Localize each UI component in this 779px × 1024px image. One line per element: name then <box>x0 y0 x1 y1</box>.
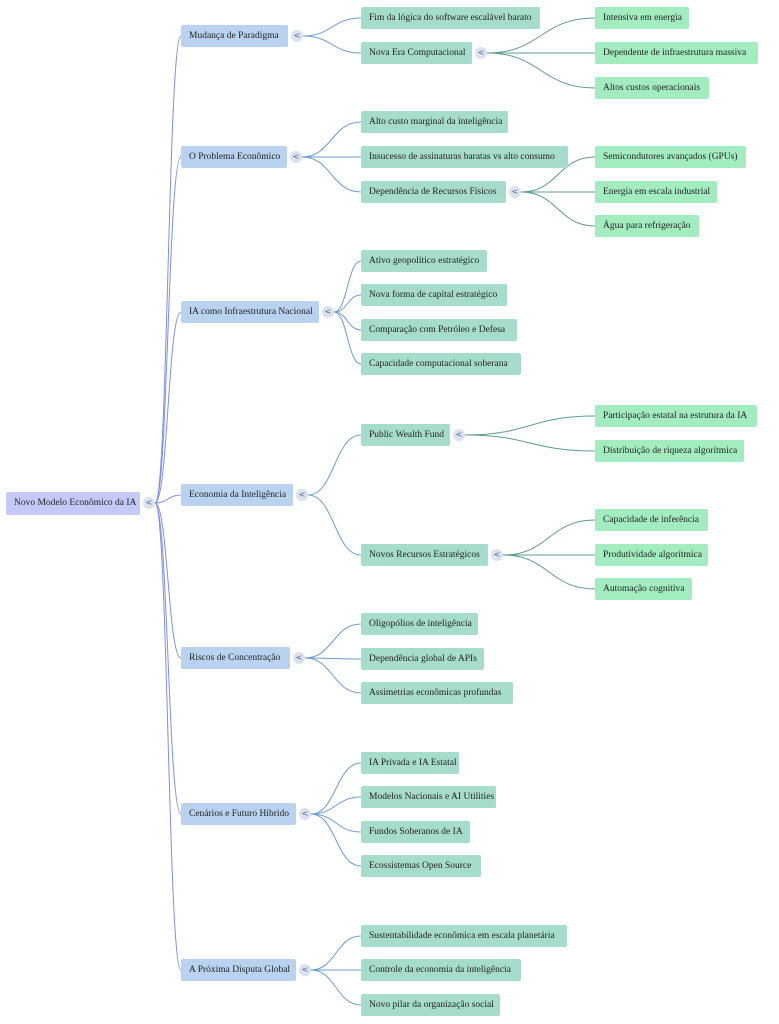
node-cenarios-e-futuro-hibrido[interactable]: Cenários e Futuro Híbrido <box>181 803 296 825</box>
node-agua-para-refrigeracao[interactable]: Água para refrigeração <box>595 215 699 237</box>
connector-line <box>154 494 182 504</box>
node-automacao-cognitiva[interactable]: Automação cognitiva <box>595 578 692 600</box>
node-sustentabilidade-economica-em-escala-planetaria[interactable]: Sustentabilidade econômica em escala pla… <box>361 925 567 947</box>
collapse-toggle-icon[interactable]: < <box>290 151 302 163</box>
collapse-toggle-icon[interactable]: < <box>475 47 487 59</box>
connector-line <box>304 657 362 660</box>
node-insucesso-de-assinaturas-baratas-vs-alto-consumo[interactable]: Insucesso de assinaturas baratas vs alto… <box>361 146 568 168</box>
collapse-toggle-icon[interactable]: < <box>296 489 308 501</box>
node-mudanca-de-paradigma[interactable]: Mudança de Paradigma <box>181 25 288 47</box>
node-public-wealth-fund[interactable]: Public Wealth Fund <box>361 424 450 446</box>
node-alto-custo-marginal-da-inteligencia[interactable]: Alto custo marginal da inteligência <box>361 111 508 133</box>
connector-line <box>154 311 182 504</box>
node-ia-como-infraestrutura-nacional[interactable]: IA como Infraestrutura Nacional <box>181 301 319 323</box>
collapse-toggle-icon[interactable]: < <box>299 808 311 820</box>
collapse-toggle-icon[interactable]: < <box>453 429 465 441</box>
node-comparacao-com-petroleo-e-defesa[interactable]: Comparação com Petróleo e Defesa <box>361 319 517 341</box>
collapse-toggle-icon[interactable]: < <box>143 497 155 509</box>
node-assimetrias-economicas-profundas[interactable]: Assimetrias econômicas profundas <box>361 682 513 704</box>
connector-line <box>520 191 596 227</box>
connector-line <box>307 494 362 556</box>
connector-line <box>154 502 182 971</box>
node-capacidade-computacional-soberana[interactable]: Capacidade computacional soberana <box>361 353 521 375</box>
connector-line <box>154 156 182 504</box>
node-novo-pilar-da-organizacao-social[interactable]: Novo pilar da organização social <box>361 994 500 1016</box>
connector-line <box>307 434 362 496</box>
node-oligopolios-de-inteligencia[interactable]: Oligopólios de inteligência <box>361 613 478 635</box>
node-fundos-soberanos-de-ia[interactable]: Fundos Soberanos de IA <box>361 821 470 843</box>
connector-line <box>310 796 362 815</box>
connector-line <box>333 260 362 313</box>
connector-line <box>154 502 182 659</box>
collapse-toggle-icon[interactable]: < <box>299 964 311 976</box>
node-riscos-de-concentracao[interactable]: Riscos de Concentração <box>181 647 290 669</box>
node-dependente-de-infraestrutura-massiva[interactable]: Dependente de infraestrutura massiva <box>595 42 758 64</box>
node-dependencia-global-de-apis[interactable]: Dependência global de APIs <box>361 648 484 670</box>
node-economia-da-inteligencia[interactable]: Economia da Inteligência <box>181 484 293 506</box>
node-a-proxima-disputa-global[interactable]: A Próxima Disputa Global <box>181 959 296 981</box>
collapse-toggle-icon[interactable]: < <box>291 30 303 42</box>
node-novo-modelo-economico-da-ia[interactable]: Novo Modelo Econômico da IA <box>6 492 140 515</box>
connector-line <box>333 311 362 365</box>
connector-line <box>520 156 596 193</box>
node-capacidade-de-inferencia[interactable]: Capacidade de inferência <box>595 509 708 531</box>
node-distribuicao-de-riqueza-algoritmica[interactable]: Distribuição de riqueza algorítmica <box>595 440 744 462</box>
connector-line <box>502 554 596 590</box>
connector-line <box>464 415 596 436</box>
connector-line <box>310 762 362 815</box>
connector-line <box>310 813 362 867</box>
node-participacao-estatal-na-estrutura-da-ia[interactable]: Participação estatal na estrutura da IA <box>595 405 757 427</box>
node-altos-custos-operacionais[interactable]: Altos custos operacionais <box>595 77 709 99</box>
node-energia-em-escala-industrial[interactable]: Energia em escala industrial <box>595 181 717 203</box>
collapse-toggle-icon[interactable]: < <box>293 652 305 664</box>
connector-line <box>154 35 182 504</box>
connector-line <box>486 52 596 89</box>
node-nova-era-computacional[interactable]: Nova Era Computacional <box>361 42 472 64</box>
connector-line <box>502 519 596 556</box>
connector-line <box>333 311 362 331</box>
connector-line <box>301 156 362 193</box>
connector-line <box>302 35 362 54</box>
node-produtividade-algoritmica[interactable]: Produtividade algorítmica <box>595 544 708 566</box>
connector-line <box>486 17 596 54</box>
collapse-toggle-icon[interactable]: < <box>322 306 334 318</box>
connector-line <box>310 969 362 1006</box>
connector-line <box>302 17 362 37</box>
connector-line <box>310 813 362 833</box>
node-dependencia-de-recursos-fisicos[interactable]: Dependência de Recursos Físicos <box>361 181 506 203</box>
node-intensiva-em-energia[interactable]: Intensiva em energia <box>595 7 689 29</box>
connector-line <box>333 294 362 313</box>
node-ecossistemas-open-source[interactable]: Ecossistemas Open Source <box>361 855 481 877</box>
node-ia-privada-e-ia-estatal[interactable]: IA Privada e IA Estatal <box>361 752 459 774</box>
connector-line <box>301 121 362 158</box>
collapse-toggle-icon[interactable]: < <box>509 186 521 198</box>
node-ativo-geopolitico-estrategico[interactable]: Ativo geopolítico estratégico <box>361 250 487 272</box>
collapse-toggle-icon[interactable]: < <box>491 549 503 561</box>
connector-line <box>310 935 362 971</box>
node-modelos-nacionais-e-ai-utilities[interactable]: Modelos Nacionais e AI Utilities <box>361 786 496 808</box>
node-nova-forma-de-capital-estrategico[interactable]: Nova forma de capital estratégico <box>361 284 507 306</box>
node-o-problema-economico[interactable]: O Problema Econômico <box>181 146 287 168</box>
node-semicondutores-avancados-gpus[interactable]: Semicondutores avançados (GPUs) <box>595 146 746 168</box>
connector-line <box>304 657 362 694</box>
node-controle-da-economia-da-inteligencia[interactable]: Controle da economia da inteligência <box>361 959 521 981</box>
node-fim-da-logica-do-software-escalavel-barato[interactable]: Fim da lógica do software escalável bara… <box>361 7 540 29</box>
node-novos-recursos-estrategicos[interactable]: Novos Recursos Estratégicos <box>361 544 488 566</box>
connector-line <box>304 623 362 659</box>
connector-line <box>464 434 596 452</box>
connector-line <box>154 502 182 815</box>
